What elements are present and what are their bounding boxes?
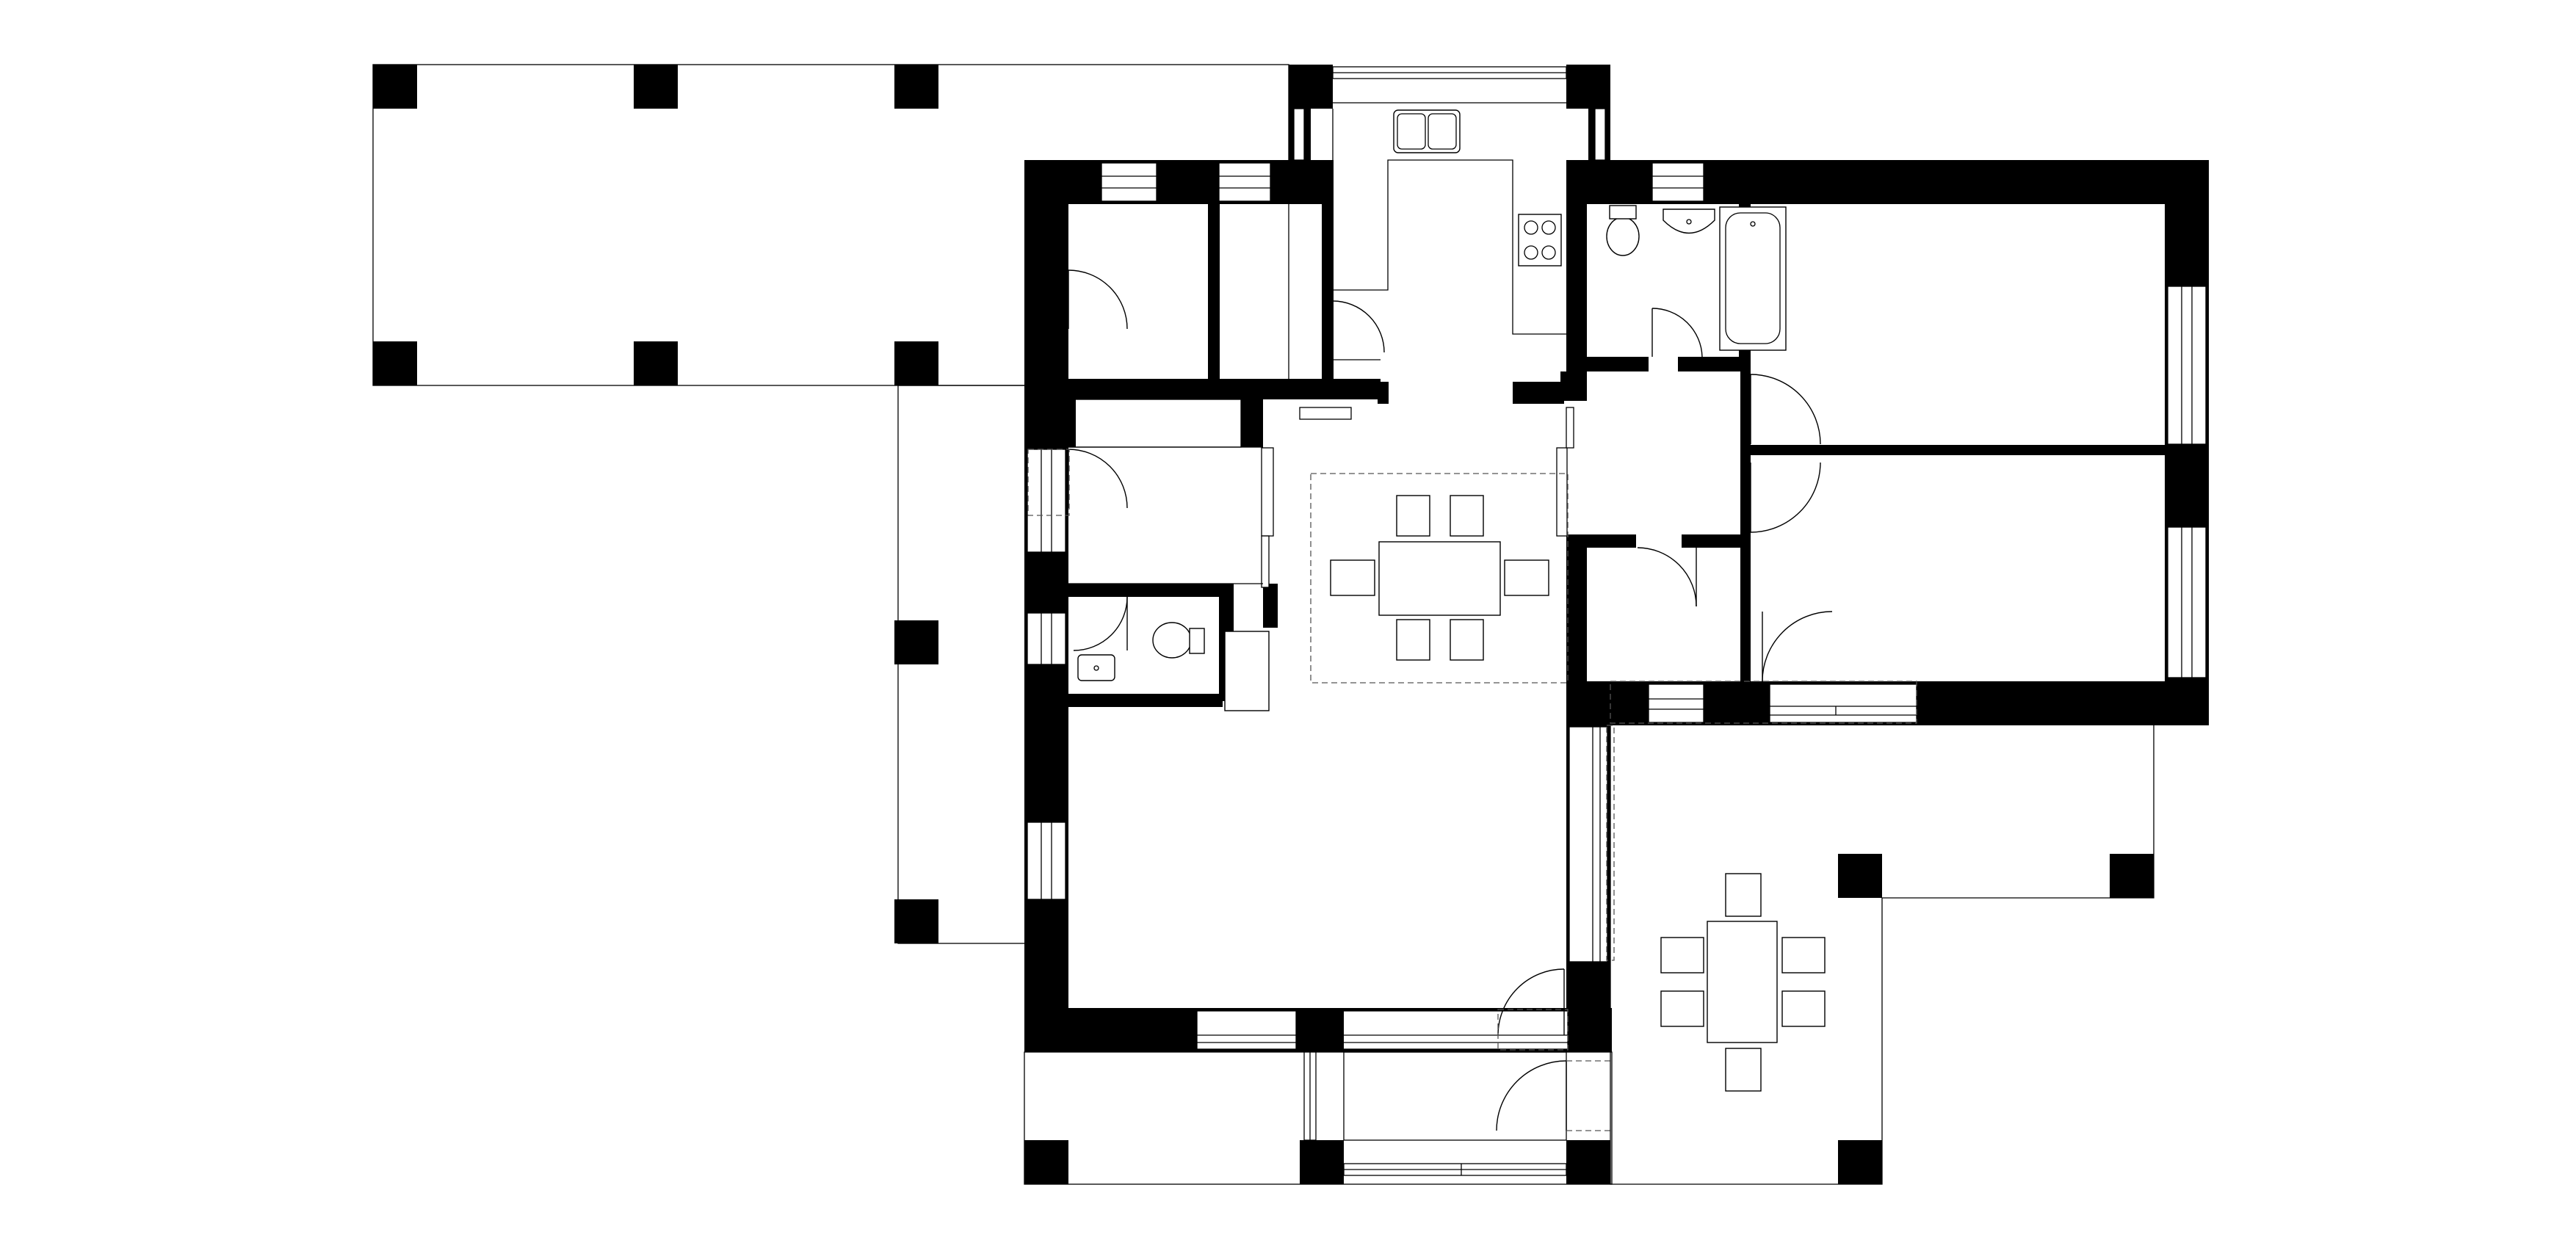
pergola-west bbox=[372, 64, 1289, 944]
wc bbox=[1073, 596, 1270, 711]
double-sink-icon bbox=[1393, 109, 1461, 153]
chair-icon bbox=[1660, 990, 1704, 1027]
chair-icon bbox=[1660, 937, 1704, 973]
chair-icon bbox=[1450, 619, 1484, 661]
kitchen bbox=[1332, 109, 1566, 360]
kitchen-west-window bbox=[1293, 108, 1305, 161]
kitchen-east-window bbox=[1594, 108, 1606, 161]
washbasin-icon bbox=[1663, 209, 1715, 234]
bathroom bbox=[1606, 205, 1787, 358]
terrace-east bbox=[1606, 681, 2154, 1185]
chair-icon bbox=[1396, 495, 1430, 537]
toilet-icon bbox=[1152, 622, 1192, 659]
closet bbox=[1027, 446, 1263, 584]
windows bbox=[1027, 162, 2207, 1050]
dining-table-icon bbox=[1707, 921, 1778, 1043]
living-dining bbox=[1310, 473, 1569, 1051]
chair-icon bbox=[1781, 937, 1826, 973]
chair-icon bbox=[1504, 559, 1549, 596]
chair-icon bbox=[1450, 495, 1484, 537]
chair-icon bbox=[1725, 873, 1762, 917]
stove-icon bbox=[1518, 214, 1562, 267]
hall-doors bbox=[1637, 374, 1833, 682]
bathtub-icon bbox=[1719, 206, 1787, 351]
dining-table-icon bbox=[1378, 541, 1501, 616]
exterior-walls bbox=[1024, 160, 2209, 1052]
kitchen-bumpout bbox=[1289, 65, 1610, 161]
rug bbox=[1310, 473, 1569, 684]
chair-icon bbox=[1781, 990, 1826, 1027]
chair-icon bbox=[1330, 559, 1375, 596]
chair-icon bbox=[1396, 619, 1430, 661]
washbasin-icon bbox=[1077, 654, 1115, 681]
vestibule bbox=[1024, 1008, 1613, 1185]
utility-cabinet bbox=[1224, 631, 1270, 711]
pergola-posts bbox=[373, 65, 938, 943]
toilet-icon bbox=[1606, 217, 1640, 256]
chair-icon bbox=[1725, 1048, 1762, 1092]
